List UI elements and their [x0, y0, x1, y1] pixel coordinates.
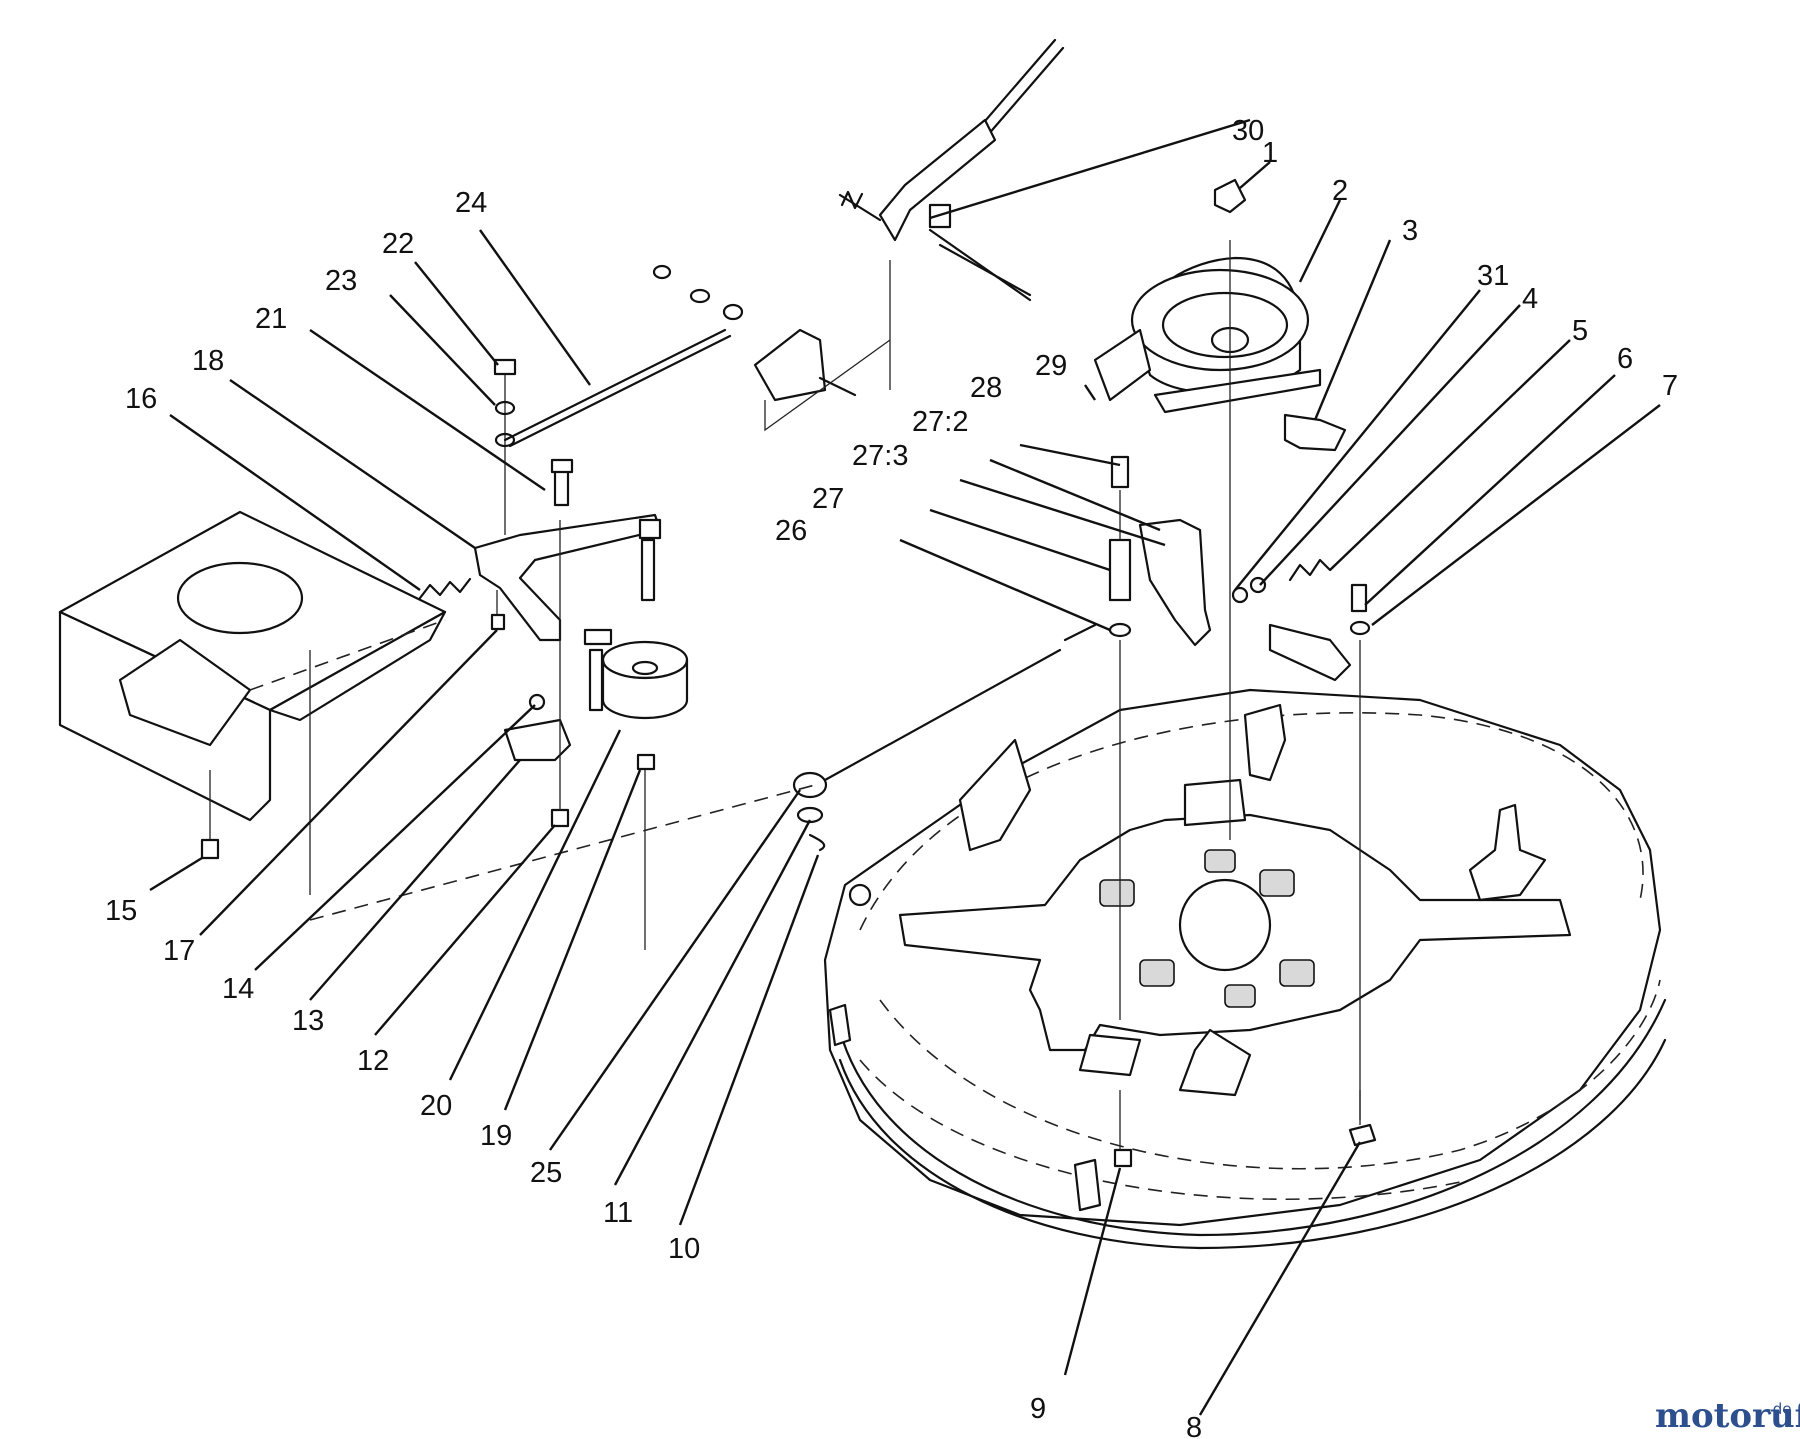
label-30: 30: [1232, 115, 1264, 147]
label-6: 6: [1617, 343, 1633, 375]
label-8: 8: [1186, 1412, 1202, 1439]
label-10: 10: [668, 1233, 700, 1265]
label-5: 5: [1572, 315, 1588, 347]
belt-guide-assembly: [309, 413, 1377, 1168]
label-17: 17: [163, 935, 195, 967]
label-18: 18: [192, 345, 224, 377]
label-7: 7: [1662, 370, 1678, 402]
label-27-3: 27:3: [852, 440, 908, 472]
label-28: 28: [970, 372, 1002, 404]
label-31: 31: [1477, 260, 1509, 292]
spindle-pulley: [1093, 178, 1322, 840]
label-22: 22: [382, 228, 414, 260]
label-29: 29: [1035, 350, 1067, 382]
label-27: 27: [812, 483, 844, 515]
label-21: 21: [255, 303, 287, 335]
label-11: 11: [603, 1197, 633, 1229]
label-4: 4: [1522, 283, 1538, 315]
label-16: 16: [125, 383, 157, 415]
label-1: 1: [1262, 137, 1278, 169]
mounting-plate: [58, 510, 447, 895]
label-13: 13: [292, 1005, 324, 1037]
label-3: 3: [1402, 215, 1418, 247]
watermark-brand: motoruf: [1655, 1396, 1800, 1436]
label-12: 12: [357, 1045, 389, 1077]
idler-arm-assembly: [418, 358, 689, 950]
label-25: 25: [530, 1157, 562, 1189]
label-19: 19: [480, 1120, 512, 1152]
label-23: 23: [325, 265, 357, 297]
label-2: 2: [1332, 175, 1348, 207]
label-27-2: 27:2: [912, 406, 968, 438]
label-20: 20: [420, 1090, 452, 1122]
mower-deck: [823, 688, 1667, 1250]
label-26: 26: [775, 515, 807, 547]
watermark: motoruf .de: [1655, 1396, 1800, 1436]
label-9: 9: [1030, 1393, 1046, 1425]
label-15: 15: [105, 895, 137, 927]
label-14: 14: [222, 973, 254, 1005]
callout-labels: 30 1 2 3 31 4 5 6 7 29 28 27:2 27:3 27 2…: [105, 115, 1678, 1439]
leader-lines: [149, 118, 1661, 1416]
control-linkage: [503, 38, 1065, 448]
watermark-tld: .de: [1768, 1400, 1792, 1418]
label-24: 24: [455, 187, 487, 219]
